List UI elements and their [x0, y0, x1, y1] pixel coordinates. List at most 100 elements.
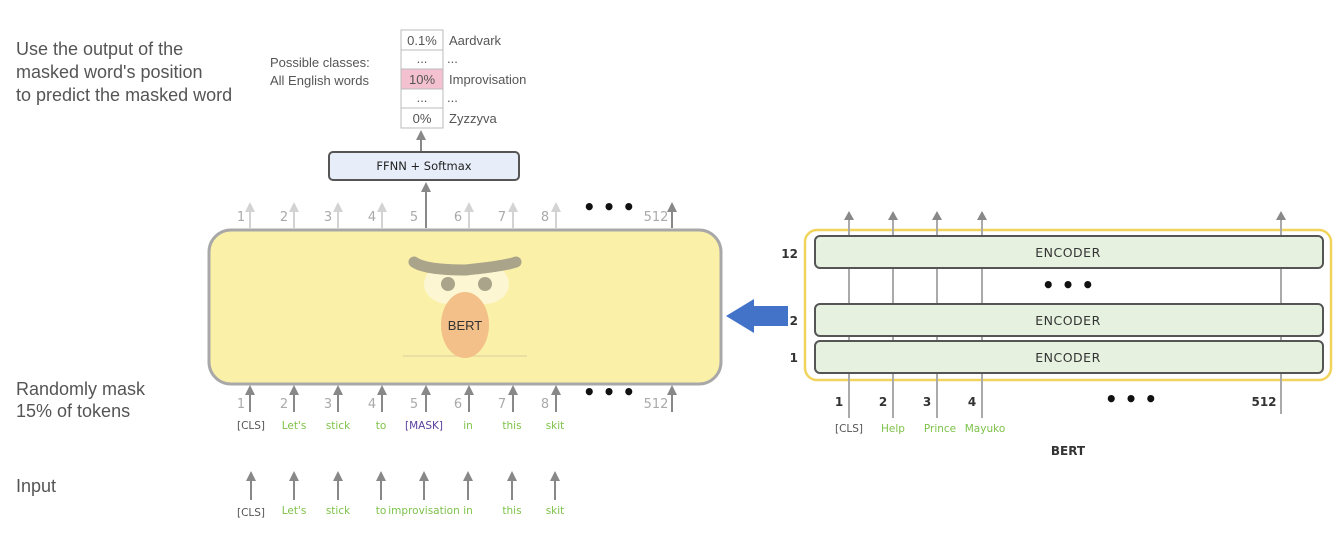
output-ellipsis: • • • [583, 195, 635, 219]
expand-arrow-icon [726, 299, 788, 333]
ffnn-softmax-label: FFNN + Softmax [376, 159, 471, 173]
class-word: Zyzzyva [449, 111, 497, 126]
class-prob: ... [417, 51, 428, 66]
input-position-number: 512 [644, 397, 669, 412]
stack-token-row: [CLS] Help Prince Mayuko [835, 423, 1005, 435]
possible-classes-label: Possible classes: [270, 55, 370, 70]
input-token-row: [CLS] Let's stick to improvisation in th… [237, 505, 564, 519]
class-probability-table: 0.1% ... 10% ... 0% Aardvark ... Improvi… [400, 29, 526, 129]
ffnn-softmax-box: FFNN + Softmax [328, 151, 520, 181]
encoder-ellipsis: • • • [1042, 273, 1094, 297]
masked-token-row: [CLS] Let's stick to [MASK] in this skit [237, 420, 564, 432]
input-token: in [463, 505, 473, 517]
face-eye [478, 277, 492, 291]
input-position-number: 4 [368, 397, 376, 412]
input-position-number: 6 [454, 397, 462, 412]
stack-token: Prince [924, 423, 956, 435]
input-position-number: 2 [280, 397, 288, 412]
output-position-number: 1 [237, 210, 245, 225]
input-token: to [376, 505, 387, 517]
output-position-arrows [245, 202, 677, 228]
instruction-mask-line: Randomly mask [16, 379, 146, 399]
face-eye [441, 277, 455, 291]
encoder-block-12 [814, 235, 1324, 269]
stack-output-arrowhead [888, 211, 898, 220]
output-position-numbers: 1 2 3 4 5 6 7 8 512 • • • [237, 195, 669, 225]
class-prob: 0% [413, 111, 432, 126]
layer-number: 1 [790, 351, 798, 365]
encoder-stack: ENCODER ENCODER ENCODER • • • [803, 211, 1333, 418]
masked-token: this [502, 420, 521, 432]
output-position-number: 3 [324, 210, 332, 225]
stack-output-arrowhead [844, 211, 854, 220]
stack-caption: BERT [1051, 444, 1086, 458]
instruction-predict-line: masked word's position [16, 62, 203, 82]
input-position-number: 8 [541, 397, 549, 412]
masked-token: [CLS] [237, 420, 265, 432]
input-token: this [502, 505, 521, 517]
input-position-number: 1 [237, 397, 245, 412]
masked-token: stick [326, 420, 351, 432]
layer-number: 12 [781, 247, 798, 261]
masked-token: in [463, 420, 473, 432]
bert-model-label: BERT [448, 318, 482, 333]
instruction-mask-line: 15% of tokens [16, 401, 130, 421]
stack-token: Help [881, 423, 905, 435]
class-row-cell [400, 107, 444, 129]
instruction-predict-line: to predict the masked word [16, 85, 232, 105]
output-position-number: 512 [644, 210, 669, 225]
encoder-label: ENCODER [1035, 313, 1101, 328]
input-position-number: 5 [410, 397, 418, 412]
input-position-numbers: 1 2 3 4 5 6 7 8 512 • • • [237, 380, 669, 412]
input-arrows [246, 471, 560, 500]
encoder-label: ENCODER [1035, 245, 1101, 260]
encoder-stack-outline [803, 228, 1333, 382]
output-position-number: 2 [280, 210, 288, 225]
masked-token: skit [546, 420, 565, 432]
instruction-predict-line: Use the output of the [16, 39, 183, 59]
input-position-number: 3 [324, 397, 332, 412]
input-position-number: 7 [498, 397, 506, 412]
instruction-predict: Use the output of the masked word's posi… [16, 39, 232, 105]
stack-position-number: 1 [835, 395, 843, 409]
layer-number: 2 [790, 314, 798, 328]
class-prob: ... [417, 90, 428, 105]
face-nose [441, 292, 489, 358]
input-label: Input [16, 476, 56, 496]
class-word: ... [447, 90, 458, 105]
input-token: Let's [282, 505, 307, 517]
input-token: stick [326, 505, 351, 517]
stack-position-number: 4 [968, 395, 976, 409]
ffnn-softmax-rect [328, 151, 520, 181]
mask-token: [MASK] [405, 420, 443, 432]
output-position-number: 6 [454, 210, 462, 225]
input-position-arrows [245, 385, 677, 412]
stack-position-number: 2 [879, 395, 887, 409]
stack-output-arrowhead [977, 211, 987, 220]
encoder-block-2 [814, 303, 1324, 337]
bert-model-box: BERT [207, 228, 723, 386]
encoder-label: ENCODER [1035, 350, 1101, 365]
class-word: Improvisation [449, 72, 526, 87]
stack-token: Mayuko [965, 423, 1006, 435]
class-word: Aardvark [449, 33, 502, 48]
instruction-mask: Randomly mask 15% of tokens [16, 379, 146, 421]
face-eyebrow [408, 256, 522, 276]
output-position-number: 8 [541, 210, 549, 225]
input-token: improvisation [388, 505, 459, 517]
input-token: [CLS] [237, 507, 265, 519]
stack-token: [CLS] [835, 423, 863, 435]
stack-output-arrowhead [932, 211, 942, 220]
possible-classes-label: All English words [270, 73, 369, 88]
class-prob: 10% [409, 72, 435, 87]
masked-token: Let's [282, 420, 307, 432]
class-word: ... [447, 51, 458, 66]
output-position-number: 5 [410, 210, 418, 225]
stack-output-arrowhead [1276, 211, 1286, 220]
stack-position-number: 3 [923, 395, 931, 409]
encoder-block-1 [814, 340, 1324, 374]
stack-position-number: 512 [1251, 395, 1276, 409]
output-position-number: 7 [498, 210, 506, 225]
stack-position-numbers: 1 2 3 4 512 • • • [835, 387, 1277, 411]
input-ellipsis: • • • [583, 380, 635, 404]
